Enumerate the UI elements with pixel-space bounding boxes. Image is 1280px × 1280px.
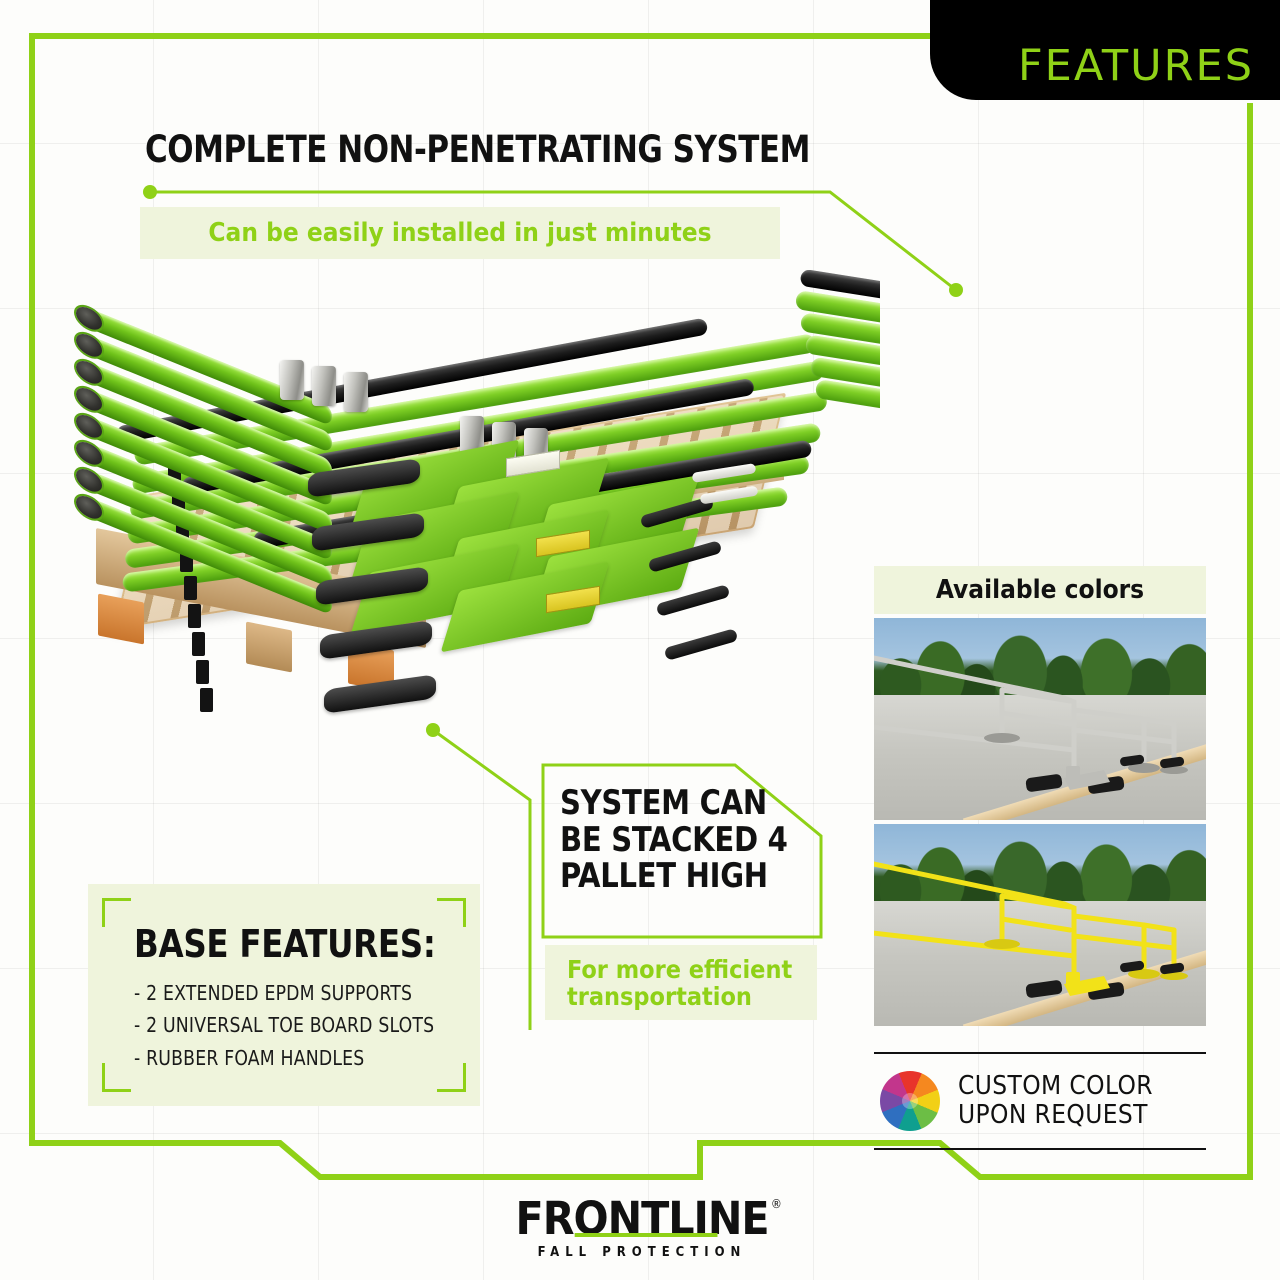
galvanized-guardrail-photo (874, 618, 1206, 820)
custom-color-row: CUSTOM COLOR UPON REQUEST (874, 1052, 1206, 1150)
page-title: COMPLETE NON-PENETRATING SYSTEM (145, 128, 810, 171)
headline-target-dot (949, 283, 963, 297)
logo-tagline: FALL PROTECTION (537, 1245, 747, 1260)
features-banner-label: FEATURES (1017, 41, 1254, 91)
frontline-logo: FRONTLINE ® FALL PROTECTION (497, 1196, 787, 1260)
list-item: - 2 UNIVERSAL TOE BOARD SLOTS (134, 1013, 435, 1038)
custom-color-text: CUSTOM COLOR UPON REQUEST (958, 1070, 1153, 1130)
list-item: - 2 EXTENDED EPDM SUPPORTS (134, 981, 413, 1005)
logo-wordmark: FRONTLINE ® (515, 1196, 781, 1241)
color-wheel-icon (880, 1071, 940, 1131)
custom-color-line2: UPON REQUEST (958, 1100, 1148, 1130)
headline-subtitle: Can be easily installed in just minutes (208, 218, 712, 248)
base-features-title: BASE FEATURES: (134, 922, 436, 966)
stack-callout-subtitle-band: For more efficient transportation (545, 945, 817, 1020)
stack-callout-line2: BE STACKED 4 (560, 819, 788, 860)
logo-underline (574, 1233, 718, 1237)
custom-color-line1: CUSTOM COLOR (958, 1070, 1153, 1101)
available-colors-panel: Available colors (874, 566, 1206, 1026)
stacked-pallet-product-photo (60, 268, 880, 828)
stack-callout-line3: PALLET HIGH (560, 856, 768, 897)
base-features-box: BASE FEATURES: - 2 EXTENDED EPDM SUPPORT… (88, 884, 480, 1106)
corner-bracket-bottom-left-icon (102, 1063, 131, 1092)
corner-bracket-bottom-right-icon (437, 1063, 466, 1092)
stack-subtitle-line1: For more efficient (567, 954, 793, 984)
corner-bracket-top-right-icon (437, 898, 466, 927)
headline-subtitle-band: Can be easily installed in just minutes (140, 207, 780, 259)
list-item: - RUBBER FOAM HANDLES (134, 1045, 365, 1070)
yellow-guardrail-photo (874, 824, 1206, 1026)
registered-trademark-icon: ® (770, 1197, 782, 1211)
available-colors-title: Available colors (874, 566, 1206, 614)
corner-bracket-top-left-icon (102, 898, 131, 927)
stack-subtitle-line2: transportation (567, 981, 752, 1011)
headline-leader-dot (143, 185, 157, 199)
logo-brand: FRONTLINE (515, 1192, 769, 1245)
stack-callout: SYSTEM CAN BE STACKED 4 PALLET HIGH (543, 765, 821, 937)
stack-callout-text: SYSTEM CAN BE STACKED 4 PALLET HIGH (560, 785, 788, 895)
base-features-list: - 2 EXTENDED EPDM SUPPORTS - 2 UNIVERSAL… (134, 977, 447, 1074)
stack-callout-line1: SYSTEM CAN (560, 783, 767, 823)
features-banner: FEATURES (930, 0, 1280, 100)
